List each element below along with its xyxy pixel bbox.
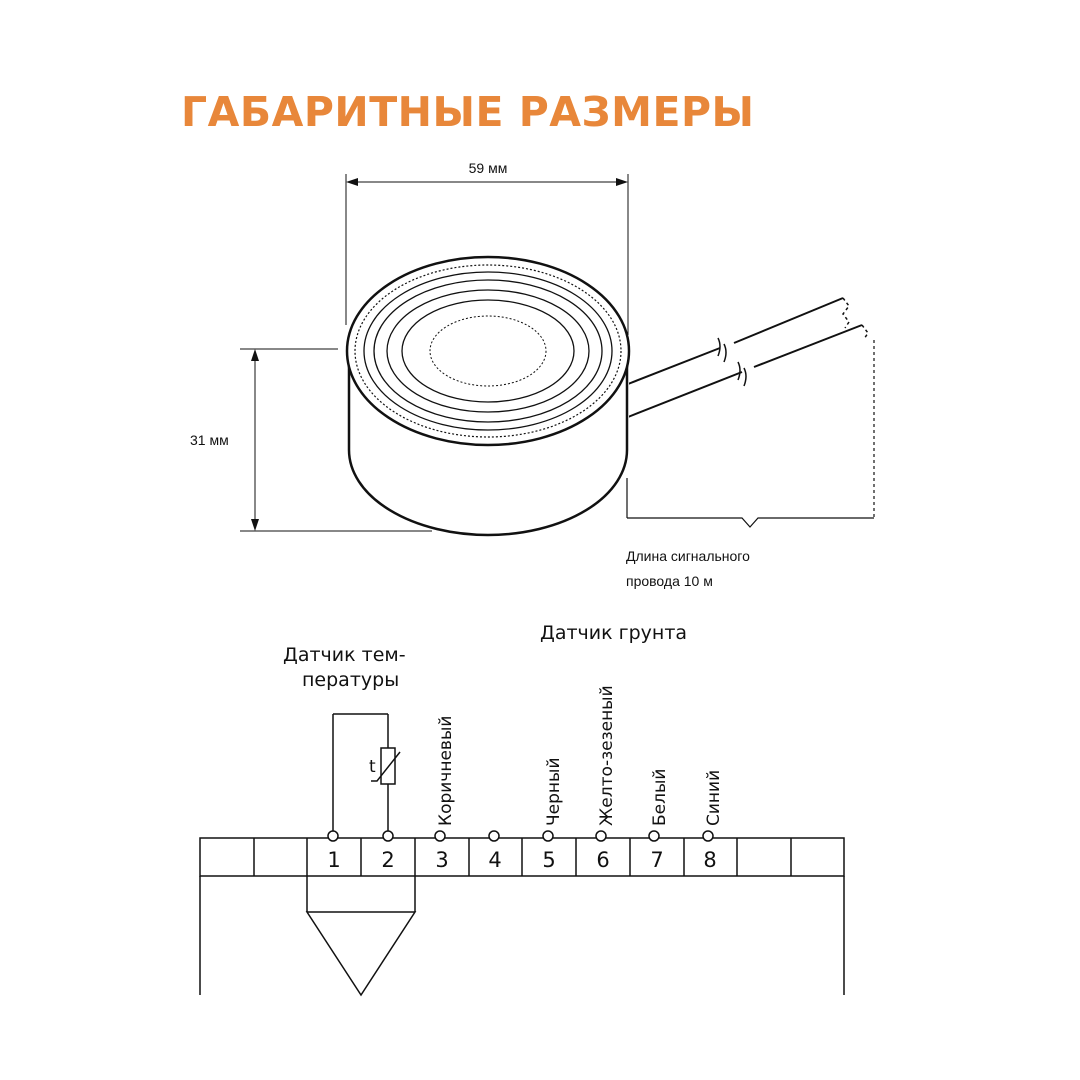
terminal-2-contact-icon bbox=[382, 830, 394, 842]
arrow-left-icon bbox=[346, 178, 358, 186]
terminal-5-contact-icon bbox=[542, 830, 554, 842]
terminal-6-contact-icon bbox=[595, 830, 607, 842]
wire-label-terminal-3: Коричневый bbox=[436, 716, 456, 826]
thermistor-circuit bbox=[332, 713, 401, 831]
terminal-number: 8 bbox=[703, 848, 716, 872]
cable-length-label-line1: Длина сигнального bbox=[626, 548, 750, 564]
temp-sensor-label-line1: Датчик тем- bbox=[283, 644, 406, 666]
arrow-down-icon bbox=[251, 519, 259, 531]
arrow-right-icon bbox=[616, 178, 628, 186]
cable-length-label-line2: провода 10 м bbox=[626, 573, 713, 589]
terminal-number: 2 bbox=[381, 848, 394, 872]
wire-label-terminal-7: Белый bbox=[650, 769, 670, 826]
terminal-8-contact-icon bbox=[702, 830, 714, 842]
break-mark-icon bbox=[717, 337, 727, 363]
page-title: ГАБАРИТНЫЕ РАЗМЕРЫ bbox=[181, 88, 755, 136]
wire-label-terminal-5: Черный bbox=[544, 758, 564, 827]
terminal-number: 4 bbox=[488, 848, 501, 872]
terminal-1-contact-icon bbox=[327, 830, 339, 842]
terminal-3-contact-icon bbox=[434, 830, 446, 842]
terminal-number: 7 bbox=[650, 848, 663, 872]
sensor-top-face bbox=[345, 255, 631, 447]
signal-cable bbox=[627, 297, 869, 418]
terminal-block bbox=[199, 830, 845, 997]
terminal-7-contact-icon bbox=[648, 830, 660, 842]
sensor-drawing bbox=[240, 174, 875, 537]
terminal-number: 6 bbox=[596, 848, 609, 872]
soil-sensor-label: Датчик грунта bbox=[540, 622, 687, 644]
height-label: 31 мм bbox=[190, 432, 229, 448]
width-label: 59 мм bbox=[469, 160, 508, 176]
cable-length-bracket bbox=[626, 340, 875, 528]
temp-sensor-label-line2: пературы bbox=[302, 669, 399, 691]
terminal-number: 1 bbox=[327, 848, 340, 872]
wire-label-terminal-6: Желто-зезеный bbox=[597, 685, 617, 826]
sensor-body bbox=[345, 255, 631, 537]
thermistor-symbol: t bbox=[369, 757, 376, 777]
arrow-up-icon bbox=[251, 349, 259, 361]
terminal-number: 5 bbox=[542, 848, 555, 872]
terminal-number: 3 bbox=[435, 848, 448, 872]
wire-label-terminal-8: Синий bbox=[704, 770, 724, 826]
triangle-symbol-icon bbox=[305, 911, 417, 997]
terminal-4-contact-icon bbox=[488, 830, 500, 842]
